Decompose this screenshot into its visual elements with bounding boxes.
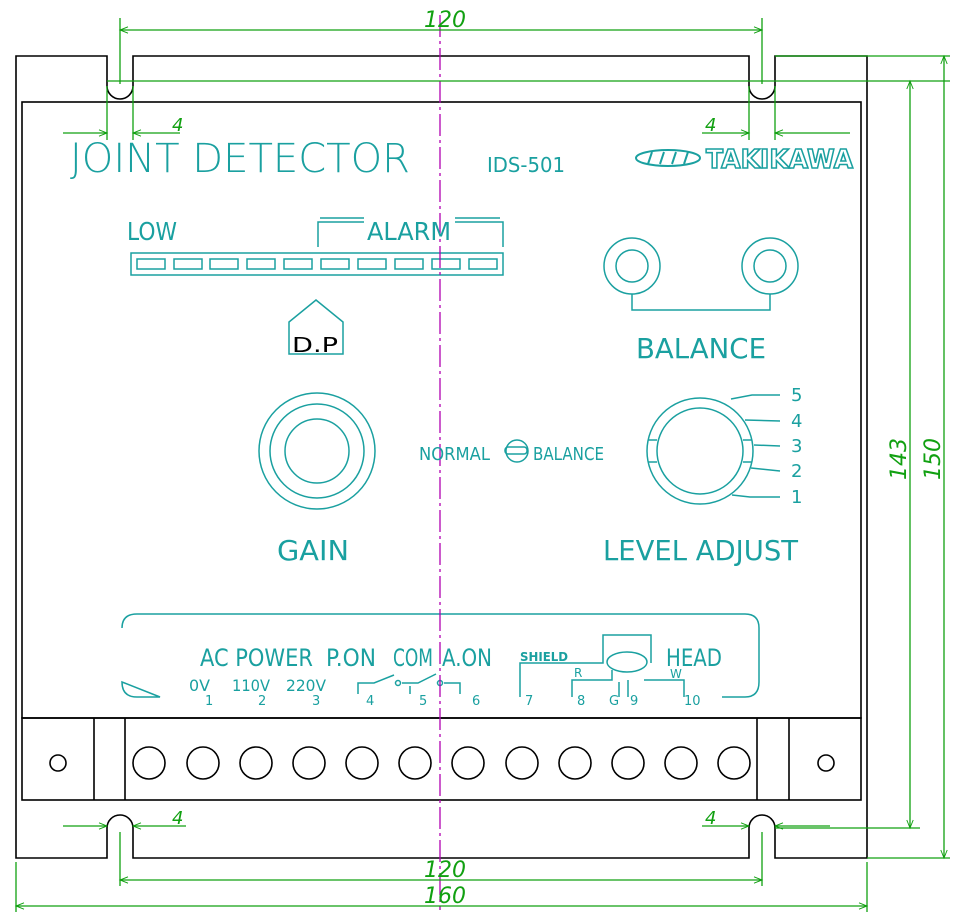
alarm-bracket — [317, 221, 504, 247]
led-bar — [130, 252, 504, 276]
r-label: R — [574, 666, 582, 680]
terminal-label-frame — [121, 613, 760, 698]
brand-name: TAKIKAWA — [706, 145, 853, 175]
level-mark: 1 — [791, 487, 802, 508]
level-adjust-knob[interactable] — [646, 397, 754, 505]
shield-label: SHIELD — [520, 650, 568, 664]
com-label: COM — [393, 644, 433, 672]
switch-balance-label: BALANCE — [533, 444, 604, 465]
terminal-number: 6 — [472, 694, 480, 709]
mount-screw-left — [49, 754, 67, 772]
level-marks: 5 4 3 2 1 — [791, 385, 802, 508]
dim-slot-right-top: 4 — [705, 115, 716, 136]
level-mark: 3 — [791, 436, 802, 457]
mode-toggle-switch[interactable] — [505, 439, 529, 463]
head-label: HEAD — [666, 644, 722, 672]
dim-slot-left-bottom: 4 — [172, 808, 183, 829]
switch-symbol — [357, 673, 461, 694]
level-mark: 4 — [791, 411, 802, 432]
head-wiring — [519, 634, 685, 697]
a-on-label: A.ON — [442, 644, 492, 672]
balance-knob-left[interactable] — [603, 237, 661, 295]
terminal-screws — [132, 746, 751, 780]
mount-screw-right — [817, 754, 835, 772]
balance-label: BALANCE — [636, 332, 766, 365]
terminal-number: 9 — [630, 694, 638, 709]
dim-right-150: 150 — [921, 438, 946, 480]
model-number: IDS-501 — [487, 153, 565, 177]
dim-right-143: 143 — [887, 438, 912, 480]
dim-bottom-120: 120 — [424, 858, 466, 883]
terminal-number: 2 — [258, 694, 266, 709]
w-label: W — [670, 667, 682, 681]
terminal-number: 4 — [366, 694, 374, 709]
dp-label: D.P — [292, 333, 338, 357]
terminal-strip — [21, 717, 862, 801]
level-mark: 2 — [791, 461, 802, 482]
gain-knob[interactable] — [258, 392, 376, 510]
level-adjust-label: LEVEL ADJUST — [603, 534, 799, 567]
dim-slot-left-top: 4 — [172, 115, 183, 136]
terminal-number: 10 — [684, 694, 701, 709]
enclosure-outline — [15, 55, 868, 859]
terminal-number: 1 — [205, 694, 213, 709]
panel-graphics — [121, 217, 799, 698]
face-plate — [21, 101, 862, 719]
panel-title: JOINT DETECTOR — [70, 136, 410, 182]
terminal-numbers: 1 2 3 4 5 6 7 8 9 10 — [205, 694, 701, 709]
terminal-number: 5 — [419, 694, 427, 709]
level-scale — [730, 394, 781, 498]
terminal-number: 8 — [577, 694, 585, 709]
normal-label: NORMAL — [419, 444, 490, 465]
brand-logo: TAKIKAWA — [635, 144, 854, 176]
ac-power-label: AC POWER — [200, 644, 313, 672]
p-on-label: P.ON — [326, 644, 376, 672]
dim-top-120: 120 — [424, 8, 466, 33]
level-mark: 5 — [791, 385, 802, 406]
v0-label: 0V — [189, 676, 210, 695]
gain-label: GAIN — [277, 534, 349, 567]
g-label: G — [609, 694, 619, 709]
led-segments — [136, 258, 498, 270]
v110-label: 110V — [232, 676, 270, 695]
dim-slot-right-bottom: 4 — [705, 808, 716, 829]
alarm-label: ALARM — [367, 217, 451, 246]
dp-button-outline — [288, 299, 344, 355]
terminal-number: 7 — [525, 694, 533, 709]
terminal-number: 3 — [312, 694, 320, 709]
dimension-lines — [14, 18, 950, 912]
v220-label: 220V — [286, 676, 326, 695]
balance-knob-right[interactable] — [741, 237, 799, 295]
low-label: LOW — [127, 217, 177, 246]
dim-bottom-160: 160 — [424, 884, 466, 909]
